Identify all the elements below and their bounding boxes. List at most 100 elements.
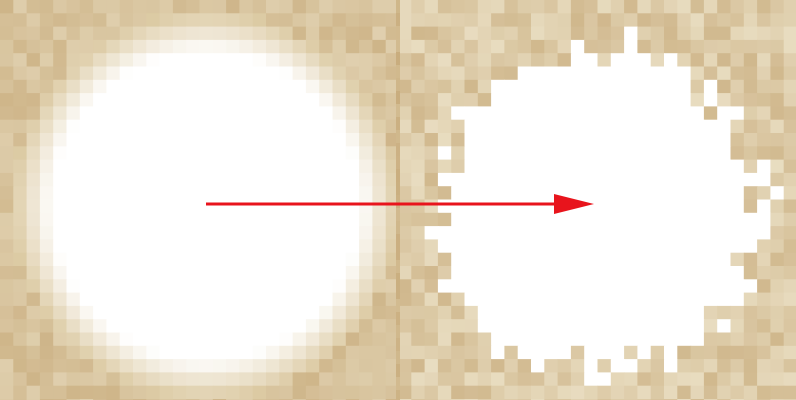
pixel-block	[333, 359, 347, 373]
pixel-block	[306, 13, 320, 27]
pixel-block	[226, 133, 240, 147]
pixel-block	[346, 80, 360, 94]
pixel-block	[226, 306, 240, 320]
pixel-block	[186, 53, 200, 67]
pixel-block	[319, 319, 333, 333]
pixel-block	[571, 359, 585, 373]
pixel-block	[451, 13, 465, 27]
pixel-block	[27, 13, 41, 27]
pixel-block	[637, 186, 651, 200]
pixel-block	[451, 186, 465, 200]
pixel-block	[558, 386, 572, 400]
pixel-block	[598, 120, 612, 134]
pixel-block	[677, 386, 691, 400]
pixel-block	[200, 173, 214, 187]
pixel-block	[598, 266, 612, 280]
pixel-block	[478, 266, 492, 280]
panel-divider	[396, 0, 400, 400]
pixel-block	[465, 120, 479, 134]
pixel-block	[319, 146, 333, 160]
pixel-block	[372, 27, 386, 41]
pixel-block	[93, 0, 107, 14]
pixel-block	[40, 293, 54, 307]
pixel-block	[13, 186, 27, 200]
pixel-block	[518, 386, 532, 400]
pixel-block	[704, 133, 718, 147]
pixel-block	[478, 173, 492, 187]
pixel-block	[40, 160, 54, 174]
pixel-block	[398, 266, 412, 280]
pixel-block	[584, 13, 598, 27]
pixel-block	[372, 146, 386, 160]
pixel-block	[239, 333, 253, 347]
pixel-block	[200, 279, 214, 293]
pixel-block	[333, 253, 347, 267]
pixel-block	[146, 67, 160, 81]
pixel-block	[306, 319, 320, 333]
pixel-block	[611, 319, 625, 333]
pixel-block	[770, 106, 784, 120]
pixel-block	[80, 319, 94, 333]
pixel-block	[677, 160, 691, 174]
pixel-block	[611, 40, 625, 54]
pixel-block	[0, 53, 14, 67]
pixel-block	[0, 200, 14, 214]
pixel-block	[226, 53, 240, 67]
pixel-block	[266, 160, 280, 174]
pixel-block	[133, 372, 147, 386]
pixel-block	[359, 13, 373, 27]
pixel-block	[226, 40, 240, 54]
pixel-block	[346, 239, 360, 253]
pixel-block	[398, 186, 412, 200]
pixel-block	[691, 0, 705, 14]
pixel-block	[717, 133, 731, 147]
pixel-block	[677, 106, 691, 120]
pixel-block	[425, 359, 439, 373]
pixel-block	[160, 27, 174, 41]
pixel-block	[239, 319, 253, 333]
pixel-block	[80, 67, 94, 81]
pixel-block	[770, 146, 784, 160]
pixel-block	[531, 27, 545, 41]
pixel-block	[784, 27, 796, 41]
pixel-block	[120, 106, 134, 120]
pixel-block	[226, 13, 240, 27]
pixel-block	[160, 173, 174, 187]
pixel-block	[359, 173, 373, 187]
pixel-block	[359, 346, 373, 360]
pixel-block	[478, 160, 492, 174]
pixel-block	[306, 359, 320, 373]
pixel-block	[691, 186, 705, 200]
pixel-block	[319, 186, 333, 200]
pixel-block	[186, 372, 200, 386]
pixel-block	[133, 67, 147, 81]
pixel-block	[651, 80, 665, 94]
pixel-block	[398, 13, 412, 27]
pixel-block	[757, 186, 771, 200]
pixel-block	[213, 293, 227, 307]
pixel-block	[359, 306, 373, 320]
pixel-block	[319, 106, 333, 120]
pixel-block	[53, 53, 67, 67]
pixel-block	[333, 27, 347, 41]
pixel-block	[186, 146, 200, 160]
pixel-block	[757, 106, 771, 120]
pixel-block	[691, 120, 705, 134]
pixel-block	[784, 306, 796, 320]
pixel-block	[398, 106, 412, 120]
pixel-block	[611, 372, 625, 386]
pixel-block	[451, 0, 465, 14]
pixel-block	[200, 80, 214, 94]
pixel-block	[744, 253, 758, 267]
pixel-block	[731, 346, 745, 360]
pixel-block	[651, 106, 665, 120]
pixel-block	[67, 346, 81, 360]
pixel-block	[266, 27, 280, 41]
pixel-block	[691, 306, 705, 320]
pixel-block	[704, 386, 718, 400]
pixel-block	[478, 186, 492, 200]
pixel-block	[253, 293, 267, 307]
pixel-block	[731, 253, 745, 267]
pixel-block	[478, 306, 492, 320]
pixel-block	[491, 279, 505, 293]
